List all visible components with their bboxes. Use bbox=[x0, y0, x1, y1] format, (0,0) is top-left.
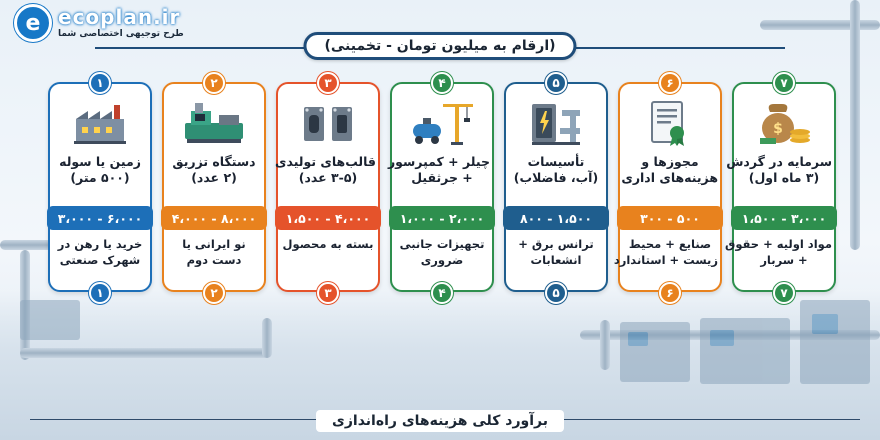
crane-compressor-icon bbox=[392, 98, 492, 148]
svg-text:$: $ bbox=[773, 121, 783, 137]
card-note: صنایع + محیط bbox=[628, 237, 712, 251]
card-number: ۲ bbox=[203, 72, 225, 94]
pipe bbox=[600, 320, 610, 370]
card-note: تجهیزات جانبی bbox=[399, 237, 485, 251]
footer-rule-right bbox=[560, 418, 860, 420]
mold-icon bbox=[278, 98, 378, 148]
cost-range: ۳،۰۰۰ - ۶،۰۰۰ bbox=[47, 206, 153, 230]
machine bbox=[800, 300, 870, 384]
card-note: انشعابات bbox=[530, 253, 582, 267]
card-title: سرمایه در گردش bbox=[726, 154, 832, 169]
cost-range: ۱،۵۰۰ - ۴،۰۰۰ bbox=[275, 206, 381, 230]
card-number-bottom: ۳ bbox=[317, 282, 339, 304]
card-note: خرید یا رهن در bbox=[57, 237, 143, 251]
cost-range: ۴،۰۰۰ - ۸،۰۰۰ bbox=[161, 206, 267, 230]
card-number: ۷ bbox=[773, 72, 795, 94]
card-number-bottom: ۵ bbox=[545, 282, 567, 304]
factory-icon bbox=[50, 98, 150, 148]
card-number-bottom: ۴ bbox=[431, 282, 453, 304]
card-subtitle: هزینه‌های اداری bbox=[621, 170, 718, 185]
card-subtitle: (۳ ماه اول) bbox=[748, 170, 820, 185]
cost-card-molds: ۳ قالب‌های تولیدی (۳-۵ عدد) ۱،۵۰۰ - ۴،۰۰… bbox=[275, 72, 381, 304]
cost-range: ۱،۰۰۰ - ۲،۰۰۰ bbox=[389, 206, 495, 230]
cost-card-working-capital: ۷ $ سرمایه در گردش (۳ ماه اول) ۱،۵۰۰ - ۳… bbox=[725, 72, 837, 304]
cost-range: ۳۰۰ - ۵۰۰ bbox=[617, 206, 723, 230]
footer-rule-left bbox=[30, 418, 330, 420]
brand-logo[interactable]: e ecoplan.ir طرح توجیهی اختصاصی شما bbox=[14, 4, 184, 42]
card-title: دستگاه تزریق bbox=[172, 154, 256, 169]
cost-range: ۸۰۰ - ۱،۵۰۰ bbox=[503, 206, 609, 230]
brand-name: ecoplan.ir bbox=[58, 5, 181, 29]
cost-range: ۱،۵۰۰ - ۳،۰۰۰ bbox=[731, 206, 837, 230]
card-subtitle: (آب، فاضلاب) bbox=[513, 170, 599, 185]
card-note: شهرک صنعتی bbox=[59, 253, 141, 267]
electrical-panel-icon bbox=[506, 98, 606, 148]
card-note: + سربار bbox=[760, 253, 808, 267]
logo-mark: e bbox=[14, 4, 52, 42]
cost-card-injection-machine: ۲ دستگاه تزریق (۲ عدد) ۴،۰۰۰ - ۸،۰۰۰ نو … bbox=[161, 72, 267, 304]
machine bbox=[620, 322, 690, 382]
card-number-bottom: ۶ bbox=[659, 282, 681, 304]
pipe bbox=[850, 0, 860, 250]
card-number: ۳ bbox=[317, 72, 339, 94]
card-note: مواد اولیه + حقوق bbox=[725, 237, 832, 251]
card-subtitle: (۳-۵ عدد) bbox=[298, 170, 358, 185]
card-note: نو ایرانی یا bbox=[182, 237, 246, 251]
card-number: ۵ bbox=[545, 72, 567, 94]
pipe bbox=[760, 20, 880, 30]
card-note: دست دوم bbox=[186, 253, 242, 267]
cost-card-land: ۱ زمین یا سوله (۵۰۰ متر) ۳،۰۰۰ - bbox=[47, 72, 153, 304]
card-note: بسته به محصول bbox=[282, 237, 374, 251]
machine bbox=[700, 318, 790, 384]
card-subtitle: (۵۰۰ متر) bbox=[70, 170, 130, 185]
card-title: مجوزها و bbox=[641, 154, 699, 169]
cost-card-equipment: ۴ چیلر + کمپرسور + جرثقیل ۱،۰۰۰ - bbox=[387, 72, 495, 304]
card-subtitle: + جرثقیل bbox=[411, 170, 473, 185]
pipe bbox=[20, 348, 270, 358]
card-title: قالب‌های تولیدی bbox=[275, 154, 376, 169]
header-rule-left bbox=[95, 47, 320, 49]
card-number-bottom: ۷ bbox=[773, 282, 795, 304]
card-number-bottom: ۱ bbox=[89, 282, 111, 304]
injection-machine-icon bbox=[164, 98, 264, 148]
brand-tagline: طرح توجیهی اختصاصی شما bbox=[58, 29, 184, 39]
card-note: زیست + استاندارد bbox=[613, 253, 718, 267]
certificate-icon bbox=[620, 98, 720, 148]
page-title: (ارقام به میلیون تومان - تخمینی) bbox=[303, 32, 577, 60]
cost-card-facilities: ۵ تأسیسات (آب، فاضلاب) ۸۰۰ - ۱،۵۰۰ ترانس bbox=[503, 72, 609, 304]
money-bag-icon: $ bbox=[734, 98, 834, 148]
card-title: تأسیسات bbox=[527, 154, 585, 169]
card-number: ۶ bbox=[659, 72, 681, 94]
card-number: ۴ bbox=[431, 72, 453, 94]
card-number: ۱ bbox=[89, 72, 111, 94]
footer-title: برآورد کلی هزینه‌های راه‌اندازی bbox=[316, 410, 564, 432]
card-number-bottom: ۲ bbox=[203, 282, 225, 304]
pipe bbox=[0, 240, 60, 250]
card-note: ترانس برق + bbox=[518, 237, 594, 251]
card-title: زمین یا سوله bbox=[59, 154, 141, 169]
card-subtitle: (۲ عدد) bbox=[191, 170, 237, 185]
header-rule-right bbox=[560, 47, 785, 49]
card-note: ضروری bbox=[420, 253, 464, 267]
cost-cards: ۱ زمین یا سوله (۵۰۰ متر) ۳،۰۰۰ - bbox=[47, 72, 838, 310]
card-title: چیلر + کمپرسور bbox=[387, 154, 490, 169]
pipe bbox=[262, 318, 272, 358]
cost-card-permits: ۶ مجوزها و هزینه‌های اداری ۳۰۰ - ۵۰۰ صنا bbox=[613, 72, 723, 304]
machine bbox=[20, 300, 80, 340]
